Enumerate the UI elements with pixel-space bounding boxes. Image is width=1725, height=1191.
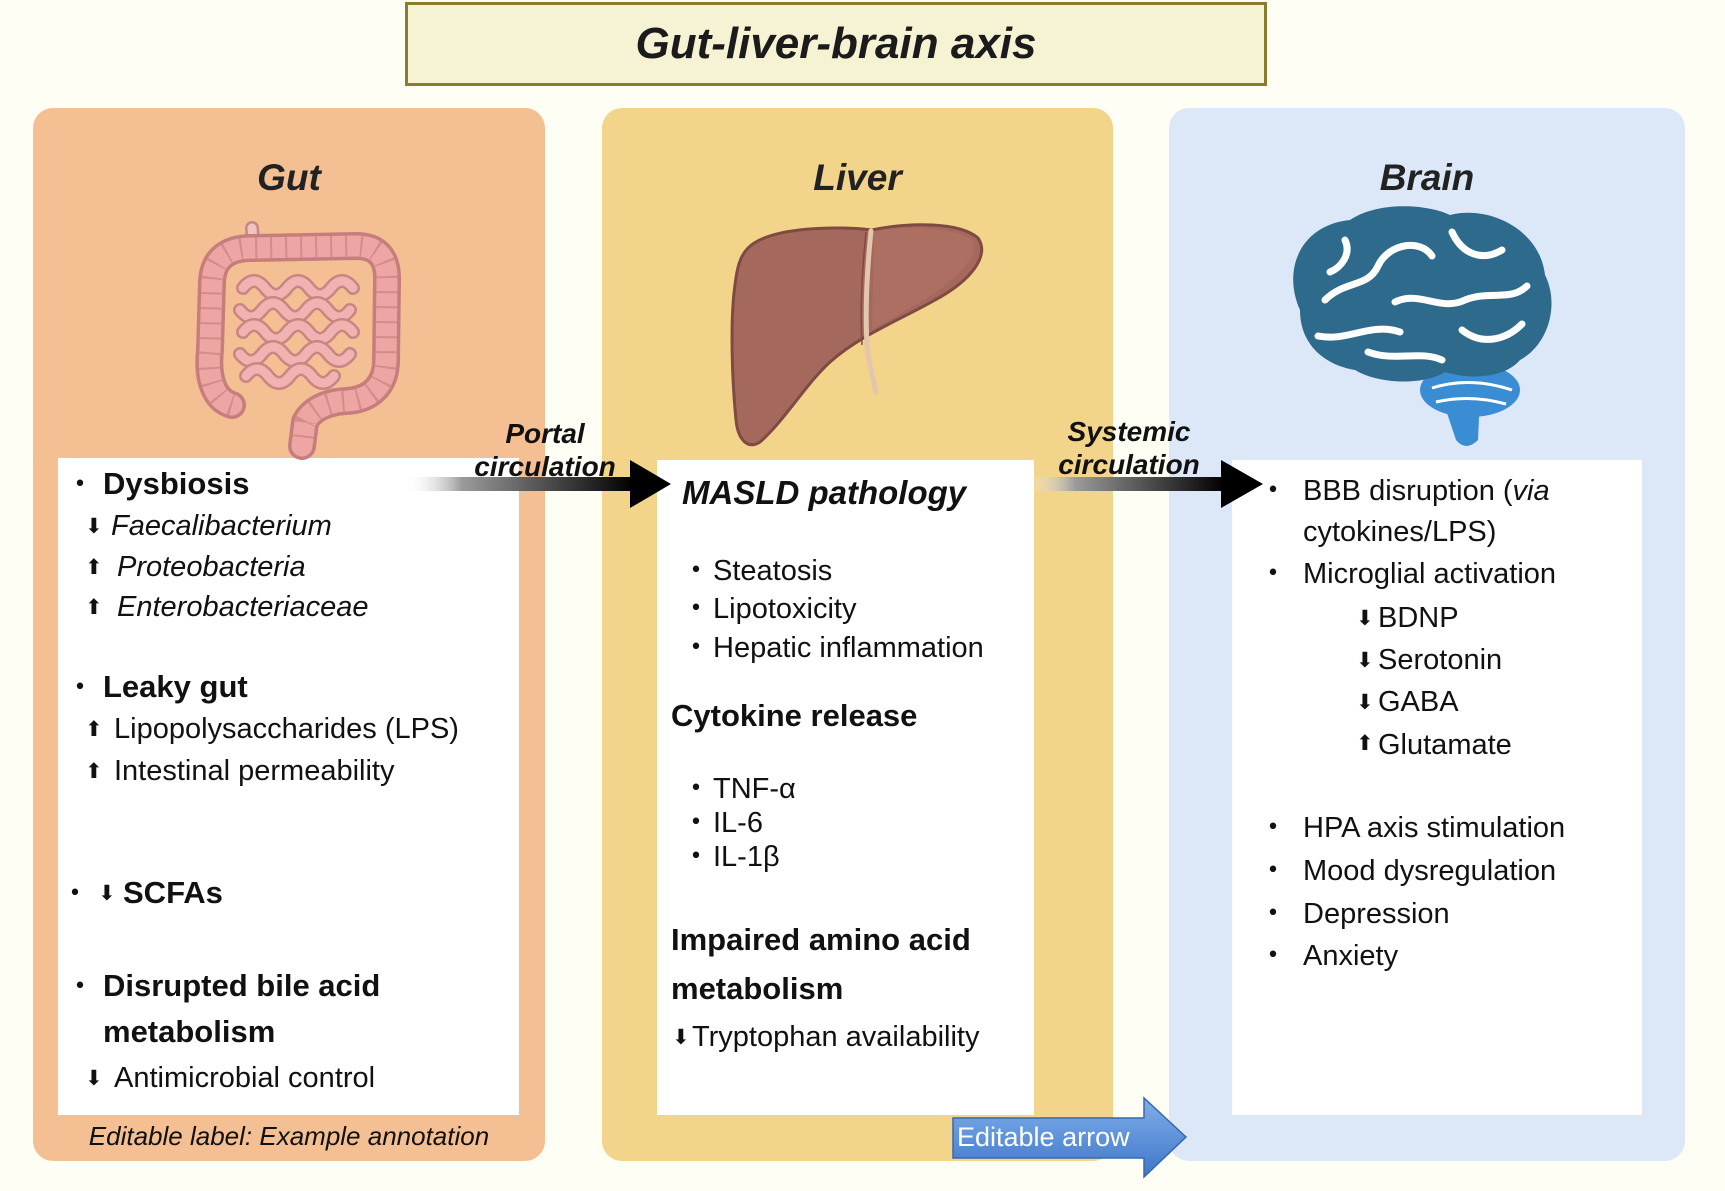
brain-bbb-text: BBB disruption ( bbox=[1303, 475, 1513, 507]
arrow-down-icon: ⬇ bbox=[672, 1025, 690, 1049]
diagram-title: Gut-liver-brain axis bbox=[635, 19, 1037, 68]
brain-depression: Depression bbox=[1303, 898, 1450, 930]
liver-steatosis: Steatosis bbox=[713, 555, 833, 587]
brain-serotonin: Serotonin bbox=[1378, 644, 1503, 676]
bullet-icon: • bbox=[1266, 943, 1280, 968]
editable-arrow-label: Editable arrow bbox=[957, 1122, 1130, 1152]
brain-hpa-axis: HPA axis stimulation bbox=[1303, 812, 1566, 844]
gut-annotation: Editable label: Example annotation bbox=[88, 1121, 490, 1151]
brain-gaba: GABA bbox=[1378, 686, 1459, 718]
arrow-down-icon: ⬇ bbox=[1356, 606, 1374, 630]
brain-mood-dysregulation: Mood dysregulation bbox=[1303, 855, 1557, 887]
brain-content-box bbox=[1232, 460, 1642, 1115]
gut-bile-acid-label-line1: Disrupted bile acid bbox=[103, 968, 381, 1003]
brain-header: Brain bbox=[1379, 157, 1475, 198]
bullet-icon: • bbox=[1266, 815, 1280, 840]
liver-masld-label: MASLD pathology bbox=[682, 474, 967, 511]
bullet-icon: • bbox=[73, 472, 87, 497]
bullet-icon: • bbox=[1266, 561, 1280, 586]
gut-lps: Lipopolysaccharides (LPS) bbox=[114, 713, 459, 745]
brain-microglial-label: Microglial activation bbox=[1303, 558, 1557, 590]
bullet-icon: • bbox=[73, 675, 87, 700]
arrow-up-icon: ⬆ bbox=[85, 717, 103, 741]
liver-il-6: IL-6 bbox=[713, 807, 763, 839]
bullet-icon: • bbox=[1266, 858, 1280, 883]
gut-content-box bbox=[58, 458, 519, 1115]
liver-il-1b: IL-1β bbox=[713, 841, 780, 873]
brain-glutamate: Glutamate bbox=[1378, 729, 1512, 761]
gut-bile-acid-label-line2: metabolism bbox=[103, 1014, 276, 1049]
brain-bbb-via: via bbox=[1512, 475, 1550, 507]
liver-illustration bbox=[730, 223, 984, 447]
arrow-down-icon: ⬇ bbox=[1356, 690, 1374, 714]
gut-dysbiosis-label: Dysbiosis bbox=[103, 466, 250, 501]
title-box: Gut-liver-brain axis bbox=[405, 2, 1267, 86]
bullet-icon: • bbox=[1266, 478, 1280, 503]
arrow-down-icon: ⬇ bbox=[1356, 648, 1374, 672]
brain-bbb-line1: BBB disruption (via bbox=[1303, 473, 1550, 509]
gut-header: Gut bbox=[257, 157, 321, 198]
editable-arrow-shape bbox=[952, 1096, 1188, 1179]
bullet-icon: • bbox=[689, 558, 703, 583]
bullet-icon: • bbox=[689, 844, 703, 869]
gut-leaky-gut-label: Leaky gut bbox=[103, 669, 248, 704]
portal-label-line2: circulation bbox=[474, 451, 616, 482]
brain-anxiety: Anxiety bbox=[1303, 940, 1399, 972]
arrow-up-icon: ⬆ bbox=[85, 595, 103, 619]
brain-illustration bbox=[1293, 206, 1552, 446]
arrow-up-icon: ⬆ bbox=[85, 759, 103, 783]
bullet-icon: • bbox=[73, 974, 87, 999]
arrow-down-icon: ⬇ bbox=[98, 881, 116, 905]
arrow-down-icon: ⬇ bbox=[85, 514, 103, 538]
bullet-icon: • bbox=[68, 881, 82, 906]
bullet-icon: • bbox=[689, 596, 703, 621]
liver-hepatic-inflammation: Hepatic inflammation bbox=[713, 632, 984, 664]
liver-content-box bbox=[657, 460, 1034, 1115]
gut-antimicrobial-control: Antimicrobial control bbox=[114, 1062, 376, 1094]
liver-header: Liver bbox=[813, 157, 902, 198]
liver-lipotoxicity: Lipotoxicity bbox=[713, 593, 857, 625]
gut-proteobacteria: Proteobacteria bbox=[117, 551, 306, 583]
arrow-up-icon: ⬆ bbox=[85, 555, 103, 579]
brain-bbb-line2: cytokines/LPS) bbox=[1303, 516, 1497, 548]
bullet-icon: • bbox=[1266, 901, 1280, 926]
bullet-icon: • bbox=[689, 776, 703, 801]
intestine-illustration bbox=[195, 221, 402, 460]
gut-faecalibacterium: Faecalibacterium bbox=[111, 510, 332, 542]
gut-scfas-label: SCFAs bbox=[123, 875, 223, 910]
liver-amino-acid-label-line1: Impaired amino acid bbox=[671, 922, 971, 957]
liver-tnf-alpha: TNF-α bbox=[713, 773, 796, 805]
systemic-label-line2: circulation bbox=[1058, 449, 1200, 480]
gut-enterobacteriaceae: Enterobacteriaceae bbox=[117, 591, 369, 623]
arrow-down-icon: ⬇ bbox=[85, 1066, 103, 1090]
bullet-icon: • bbox=[689, 810, 703, 835]
portal-label-line1: Portal bbox=[505, 418, 585, 449]
brain-bdnp: BDNP bbox=[1378, 602, 1459, 634]
bullet-icon: • bbox=[689, 635, 703, 660]
systemic-circulation-arrow bbox=[1026, 460, 1263, 508]
arrow-up-icon: ⬆ bbox=[1356, 731, 1374, 755]
systemic-label-line1: Systemic bbox=[1067, 416, 1191, 447]
gut-intestinal-permeability: Intestinal permeability bbox=[114, 755, 395, 787]
liver-amino-acid-label-line2: metabolism bbox=[671, 971, 844, 1006]
liver-tryptophan: Tryptophan availability bbox=[692, 1021, 980, 1053]
portal-circulation-arrow bbox=[405, 460, 671, 508]
liver-cytokine-label: Cytokine release bbox=[671, 698, 918, 733]
